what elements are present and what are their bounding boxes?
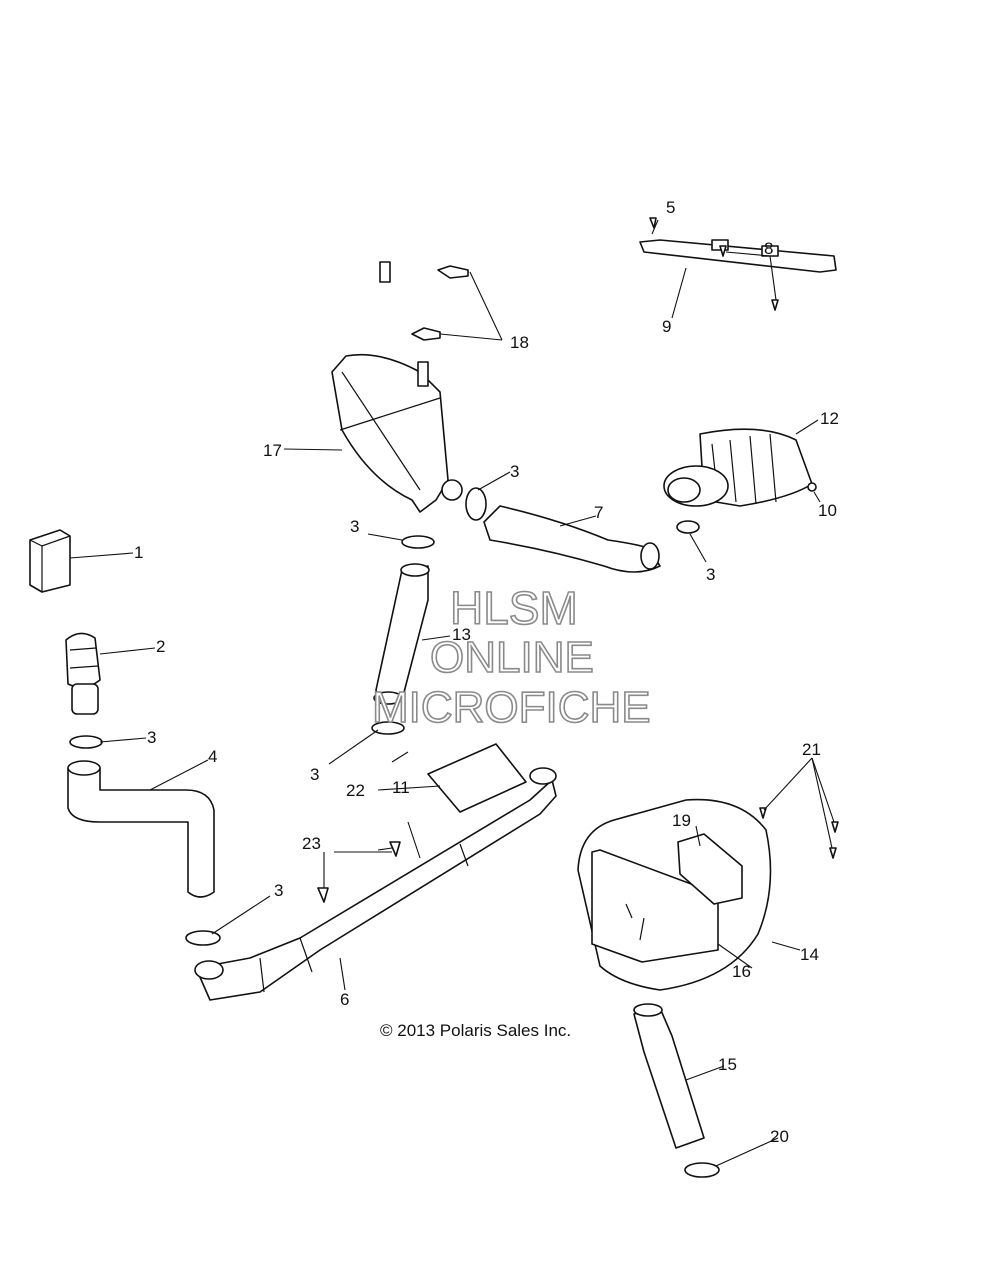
part-19-foam-pad — [677, 833, 743, 905]
callout-labels: 1 2 3 4 5 6 3 7 8 9 10 11 12 13 14 15 16… — [134, 198, 839, 1146]
part-6-11-long-duct — [194, 767, 557, 1001]
part-12-intake-assembly — [663, 428, 813, 507]
part-8-screws — [719, 245, 779, 311]
part-3-clamp-c — [371, 721, 405, 735]
callout-14: 14 — [800, 945, 819, 964]
part-10-bolt — [807, 482, 817, 492]
part-1-foam-block — [29, 529, 71, 593]
part-18-push-rivets — [411, 265, 469, 341]
callout-22: 22 — [346, 781, 365, 800]
leader-lines — [69, 219, 835, 1167]
part-5-screw — [649, 217, 657, 229]
watermark-line-2: ONLINE — [430, 633, 594, 682]
part-3-clamp-e — [465, 487, 487, 521]
callout-20: 20 — [770, 1127, 789, 1146]
callout-3-e: 3 — [706, 565, 715, 584]
callout-3-d: 3 — [510, 462, 519, 481]
callout-3-c: 3 — [350, 517, 359, 536]
callout-7: 7 — [594, 503, 603, 522]
part-22-decal — [427, 743, 527, 813]
part-3-clamp-d — [401, 535, 435, 549]
callout-23: 23 — [302, 834, 321, 853]
callout-16: 16 — [732, 962, 751, 981]
part-2-breather-cap — [65, 632, 101, 715]
part-21-screws — [759, 807, 839, 859]
watermark-line-1: HLSM — [450, 582, 578, 634]
callout-1: 1 — [134, 543, 143, 562]
callout-19: 19 — [672, 811, 691, 830]
callout-9: 9 — [662, 317, 671, 336]
part-16-filter — [591, 849, 719, 963]
callout-17: 17 — [263, 441, 282, 460]
part-15-tube — [633, 1003, 705, 1149]
watermark: HLSM ONLINE MICROFICHE — [371, 581, 651, 733]
callout-5: 5 — [666, 198, 675, 217]
part-23-screws — [317, 841, 401, 903]
callout-3-b: 3 — [274, 881, 283, 900]
callout-21: 21 — [802, 740, 821, 759]
part-4-elbow-tube — [67, 760, 215, 898]
part-20-clamp — [684, 1162, 720, 1178]
part-3-clamp-a — [69, 735, 103, 749]
copyright-notice: © 2013 Polaris Sales Inc. — [380, 1021, 571, 1040]
part-13-tube — [373, 563, 430, 705]
callout-3-a: 3 — [147, 728, 156, 747]
part-3-clamp-f — [676, 520, 700, 534]
callout-11: 11 — [392, 778, 410, 797]
part-7-hose — [483, 505, 661, 573]
callout-18: 18 — [510, 333, 529, 352]
callout-10: 10 — [818, 501, 837, 520]
callout-3-f: 3 — [310, 765, 319, 784]
callout-8: 8 — [764, 239, 773, 258]
callout-15: 15 — [718, 1055, 737, 1074]
callout-6: 6 — [340, 990, 349, 1009]
callout-4: 4 — [208, 747, 217, 766]
part-9-bracket — [639, 239, 837, 273]
callout-12: 12 — [820, 409, 839, 428]
watermark-line-3: MICROFICHE — [372, 683, 651, 732]
part-3-clamp-b — [185, 930, 221, 946]
callout-13: 13 — [452, 625, 471, 644]
callout-2: 2 — [156, 637, 165, 656]
part-17-airbox-housing — [331, 261, 463, 513]
